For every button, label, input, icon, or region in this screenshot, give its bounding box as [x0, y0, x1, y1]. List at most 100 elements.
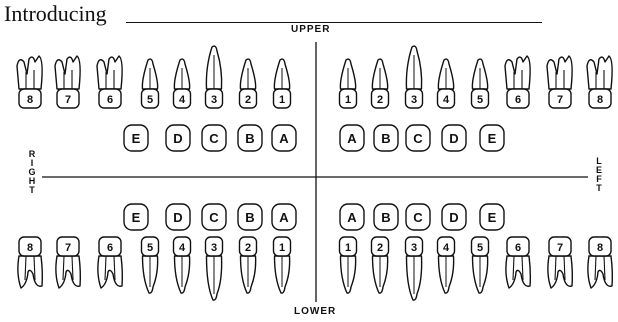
lower-left-primary-A-label: A [347, 210, 357, 225]
lower-right-tooth-7-label: 7 [65, 242, 71, 254]
upper-right-primary-A: A [272, 125, 296, 151]
upper-left-primary-D: D [442, 125, 466, 151]
lower-left-tooth-7-label: 7 [557, 242, 563, 254]
upper-right-primary-D-label: D [173, 131, 182, 146]
lower-right-primary-E: E [124, 204, 148, 230]
upper-left-tooth-6: 6 [505, 56, 530, 108]
upper-left-tooth-3: 3 [406, 46, 423, 108]
lower-right-tooth-1: 1 [274, 237, 291, 293]
upper-right-tooth-7: 7 [55, 56, 80, 108]
lower-left-primary-D: D [442, 204, 466, 230]
lower-right-tooth-8-label: 8 [27, 242, 33, 254]
lower-right-tooth-4-label: 4 [179, 242, 186, 254]
lower-right-tooth-6-label: 6 [107, 242, 113, 254]
lower-right-tooth-4: 4 [174, 237, 191, 293]
lower-right-tooth-3-label: 3 [211, 242, 217, 254]
upper-right-primary-C: C [202, 125, 226, 151]
lower-right-primary-B-label: B [245, 210, 254, 225]
upper-left-tooth-2: 2 [372, 59, 389, 108]
lower-right-tooth-2: 2 [240, 237, 257, 293]
upper-left-tooth-8-root [587, 56, 612, 89]
lower-left-primary-B: B [374, 204, 398, 230]
lower-right-primary-B: B [238, 204, 262, 230]
upper-right-primary-D: D [166, 125, 190, 151]
upper-right-tooth-7-root [55, 56, 80, 89]
upper-right-primary-E-label: E [132, 131, 141, 146]
lower-left-primary-E-label: E [488, 210, 497, 225]
upper-right-tooth-8-root [17, 56, 42, 89]
lower-left-primary-C-label: C [413, 210, 423, 225]
lower-right-primary-A: A [272, 204, 296, 230]
upper-right-tooth-2: 2 [240, 59, 257, 108]
lower-left-tooth-2: 2 [372, 237, 389, 293]
upper-left-primary-B: B [374, 125, 398, 151]
lower-right-primary-D-label: D [173, 210, 182, 225]
lower-left-tooth-8-label: 8 [597, 242, 603, 254]
teeth-layer: 87654321123456788765432112345678EDCBAABC… [17, 46, 612, 300]
upper-left-primary-A-label: A [347, 131, 357, 146]
upper-left-tooth-7: 7 [547, 56, 572, 108]
upper-right-tooth-5-label: 5 [147, 94, 153, 106]
upper-left-primary-D-label: D [449, 131, 458, 146]
upper-right-tooth-2-label: 2 [245, 94, 251, 106]
upper-left-tooth-7-root [547, 56, 572, 89]
lower-left-tooth-8-root [588, 256, 612, 288]
lower-left-tooth-4-label: 4 [443, 242, 450, 254]
upper-left-tooth-3-label: 3 [411, 94, 417, 106]
lower-right-tooth-6: 6 [98, 237, 122, 288]
lower-right-tooth-5: 5 [142, 237, 159, 293]
upper-left-tooth-8-label: 8 [597, 94, 603, 106]
upper-right-tooth-6-label: 6 [107, 94, 113, 106]
upper-left-tooth-4-label: 4 [443, 94, 450, 106]
upper-left-tooth-6-root [505, 56, 530, 89]
upper-right-tooth-4: 4 [174, 59, 191, 108]
upper-right-primary-C-label: C [209, 131, 219, 146]
lower-right-tooth-8: 8 [18, 237, 42, 288]
lower-left-tooth-4: 4 [438, 237, 455, 293]
upper-right-tooth-5: 5 [142, 59, 159, 108]
lower-right-primary-D: D [166, 204, 190, 230]
upper-left-tooth-5-label: 5 [477, 94, 483, 106]
lower-left-tooth-3-label: 3 [411, 242, 417, 254]
lower-left-primary-D-label: D [449, 210, 458, 225]
upper-left-primary-E-label: E [488, 131, 497, 146]
upper-right-tooth-1: 1 [274, 59, 291, 108]
upper-left-tooth-8: 8 [587, 56, 612, 108]
lower-left-primary-E: E [480, 204, 504, 230]
lower-left-tooth-6-root [506, 256, 530, 288]
lower-right-primary-E-label: E [132, 210, 141, 225]
lower-left-primary-A: A [340, 204, 364, 230]
lower-right-tooth-2-label: 2 [245, 242, 251, 254]
lower-right-tooth-8-root [18, 256, 42, 288]
upper-left-tooth-6-label: 6 [515, 94, 521, 106]
upper-left-tooth-1: 1 [340, 59, 357, 108]
lower-left-tooth-2-label: 2 [377, 242, 383, 254]
lower-left-primary-C: C [406, 204, 430, 230]
upper-right-tooth-4-label: 4 [179, 94, 186, 106]
lower-right-tooth-5-label: 5 [147, 242, 153, 254]
lower-right-tooth-7: 7 [56, 237, 80, 288]
upper-right-primary-E: E [124, 125, 148, 151]
upper-right-tooth-8: 8 [17, 56, 42, 108]
lower-left-tooth-3: 3 [406, 237, 423, 300]
upper-right-tooth-6-root [97, 56, 122, 89]
lower-left-tooth-6-label: 6 [515, 242, 521, 254]
upper-left-tooth-1-label: 1 [345, 94, 351, 106]
lower-right-tooth-7-root [56, 256, 80, 288]
upper-left-tooth-4: 4 [438, 59, 455, 108]
lower-left-tooth-7: 7 [548, 237, 572, 288]
upper-right-primary-B: B [238, 125, 262, 151]
lower-left-tooth-1: 1 [340, 237, 357, 293]
upper-right-primary-B-label: B [245, 131, 254, 146]
upper-left-tooth-7-label: 7 [557, 94, 563, 106]
lower-left-tooth-6: 6 [506, 237, 530, 288]
upper-right-tooth-8-label: 8 [27, 94, 33, 106]
lower-left-primary-B-label: B [381, 210, 390, 225]
upper-right-tooth-3-label: 3 [211, 94, 217, 106]
lower-left-tooth-1-label: 1 [345, 242, 351, 254]
lower-right-tooth-3: 3 [206, 237, 223, 300]
lower-right-primary-C: C [202, 204, 226, 230]
upper-left-tooth-5: 5 [472, 59, 489, 108]
